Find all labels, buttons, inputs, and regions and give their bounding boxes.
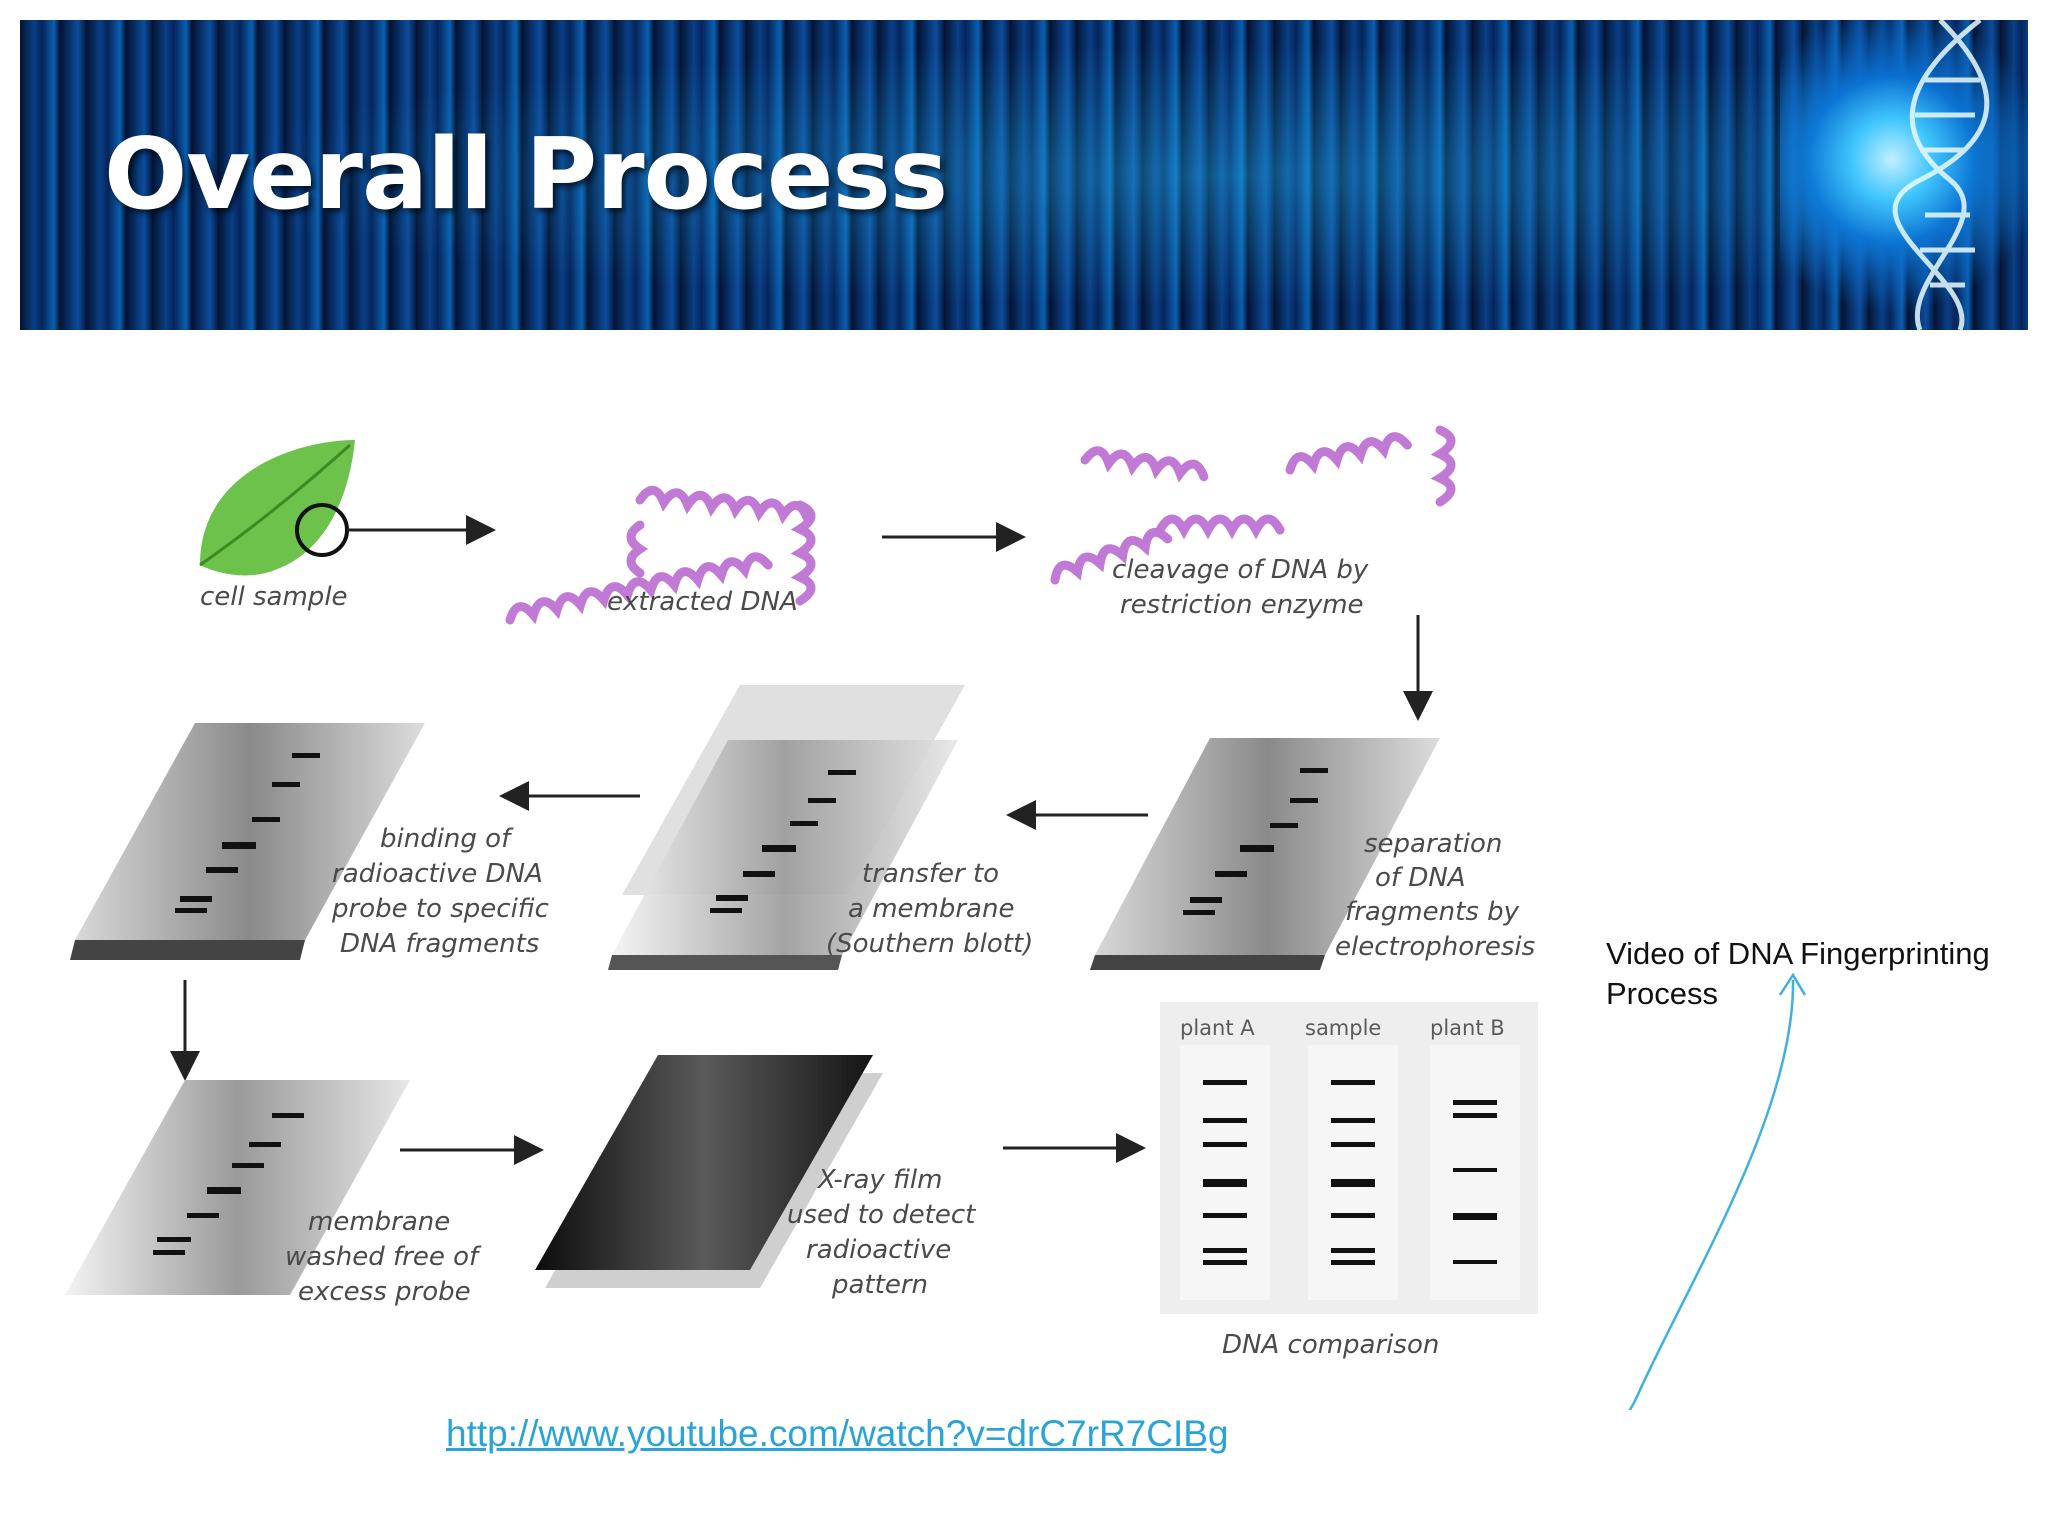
lane-label: plant B [1430,1016,1505,1040]
step-label: fragments by [1345,897,1520,927]
leaf-icon [199,440,355,576]
step-label: cell sample [200,582,348,612]
dna-strand-icon [505,485,816,625]
lane-label: sample [1305,1016,1381,1040]
arrow-icon [1628,979,1795,1410]
video-caption-line: Video of DNA Fingerprinting [1606,936,1990,971]
slide-title: Overall Process [104,118,948,232]
step-label: binding of [380,824,514,854]
dna-fragments-icon [1050,425,1456,585]
step-label: restriction enzyme [1120,590,1364,620]
lane-label: plant A [1180,1016,1255,1040]
step-label: radioactive [806,1235,951,1265]
step-label: membrane [308,1207,450,1237]
gel-slide-icon [1090,738,1440,970]
step-label: extracted DNA [607,587,798,617]
gel-slide-icon [608,685,965,970]
dna-fingerprinting-diagram: cell sample extracted DNA cleavage of DN… [65,425,1807,1410]
dna-comparison-panel: plant A sample plant B [1160,1002,1538,1314]
comparison-label: DNA comparison [1222,1330,1439,1360]
step-label: electrophoresis [1335,932,1535,962]
step-label: excess probe [298,1277,471,1307]
membrane-icon [65,1080,410,1295]
step-label: DNA fragments [340,929,539,959]
xray-film-icon [535,1055,883,1288]
step-label: of DNA [1375,863,1466,893]
video-caption: Video of DNA Fingerprinting Process [1606,934,1990,1014]
step-label: X-ray film [816,1165,942,1195]
video-link[interactable]: http://www.youtube.com/watch?v=drC7rR7CI… [446,1413,1229,1454]
title-banner [20,20,2028,330]
video-caption-line: Process [1606,976,1718,1011]
step-label: transfer to [862,859,999,889]
step-label: radioactive DNA [332,859,543,889]
step-label: used to detect [787,1200,976,1230]
gel-slide-icon [70,723,425,960]
step-label: separation [1364,829,1502,859]
arrow-head-icon [1778,972,1807,996]
step-label: washed free of [285,1242,482,1272]
step-label: cleavage of DNA by [1112,555,1369,585]
step-label: pattern [831,1270,928,1300]
step-label: (Southern blott) [826,929,1033,959]
step-label: probe to specific [331,894,549,924]
step-label: a membrane [848,894,1014,924]
dna-helix-graphic [1892,20,1990,330]
